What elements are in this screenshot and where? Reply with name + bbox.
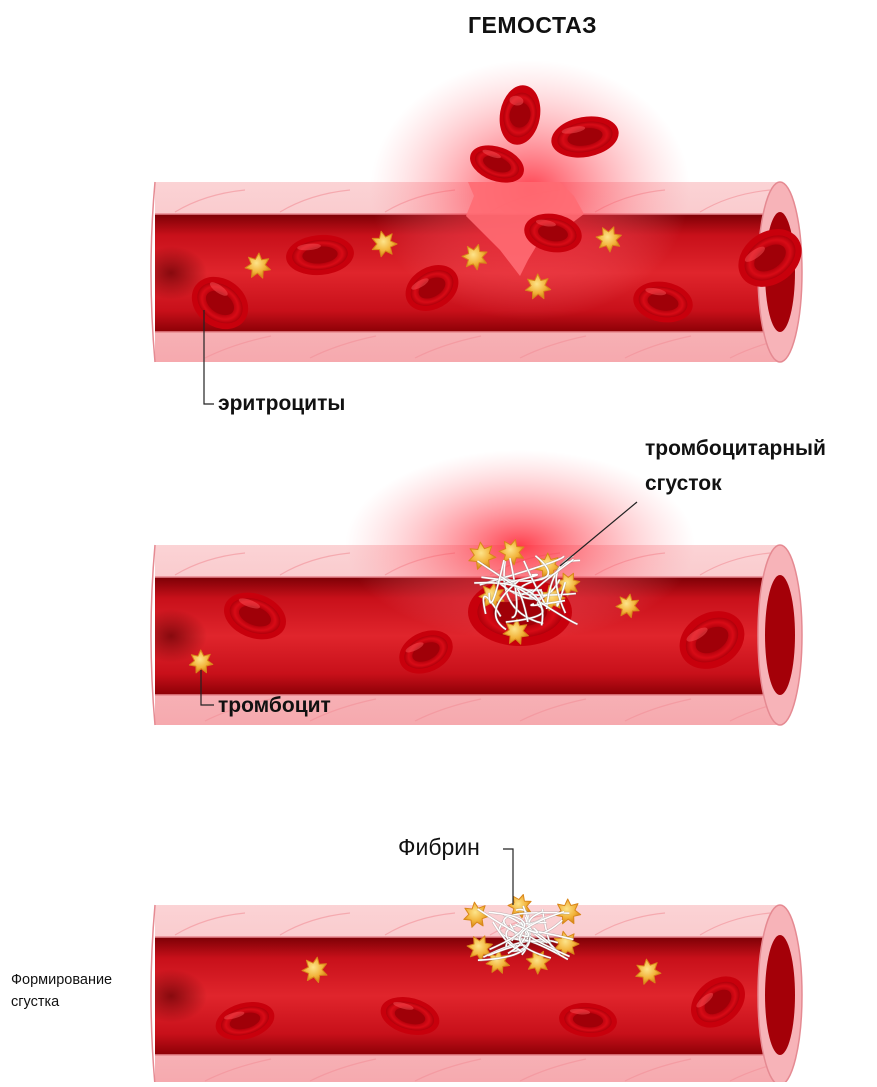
label-erythrocytes: эритроциты — [218, 392, 345, 416]
vessel-end-lumen — [765, 575, 795, 695]
vessel-end-left — [151, 905, 155, 1082]
label-clot-formation-line2: сгустка — [11, 991, 59, 1013]
leader-fibrin — [503, 849, 513, 905]
label-platelet: тромбоцит — [218, 694, 331, 718]
vessel-end-lumen — [765, 935, 795, 1055]
label-clot-formation-line1: Формирование — [11, 969, 112, 991]
vessel-end-left — [151, 182, 155, 362]
label-platelet-clot-line1: тромбоцитарный — [645, 437, 826, 461]
diagram-title: ГЕМОСТАЗ — [468, 12, 597, 39]
vessel-lumen-shade — [155, 577, 315, 695]
vessel-end-left — [151, 545, 155, 725]
label-fibrin: Фибрин — [398, 834, 480, 861]
label-platelet-clot-line2: сгусток — [645, 472, 722, 496]
